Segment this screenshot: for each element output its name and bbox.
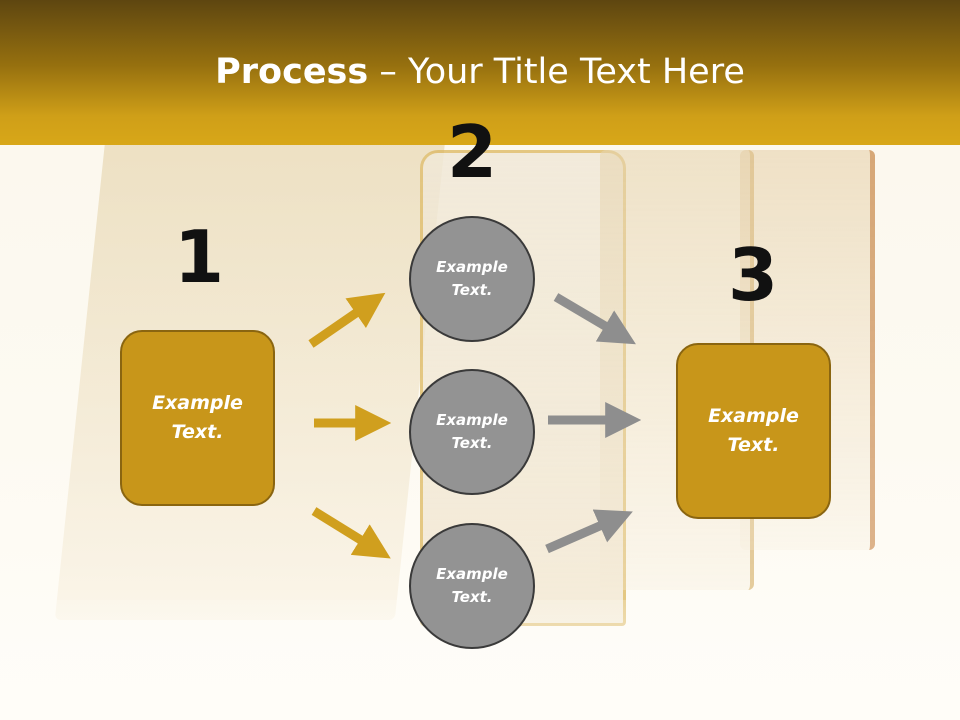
arrow-gold-up (308, 292, 386, 348)
arrow-gold-down (311, 507, 391, 559)
circle-text-line1: Example (436, 411, 508, 429)
step-number-1: 1 (173, 215, 225, 299)
slide-title[interactable]: Process – Your Title Text Here (0, 52, 960, 92)
circle-text-line2: Text. (451, 588, 493, 606)
box-text-line2: Text. (727, 434, 780, 456)
arrow-gray-up (545, 509, 633, 554)
circle-text-line1: Example (436, 258, 508, 276)
box-text-line1: Example (152, 392, 243, 414)
title-bold: Process (215, 52, 369, 92)
step-2-circle-top[interactable]: Example Text. (409, 216, 535, 342)
step-number-2: 2 (446, 110, 498, 194)
step-2-circle-bottom[interactable]: Example Text. (409, 523, 535, 649)
box-text-line1: Example (708, 405, 799, 427)
box-text-line2: Text. (171, 421, 224, 443)
title-rest: – Your Title Text Here (368, 52, 745, 92)
title-banner: Process – Your Title Text Here (0, 0, 960, 145)
step-2-circle-middle[interactable]: Example Text. (409, 369, 535, 495)
step-1-box[interactable]: Example Text. (120, 330, 275, 506)
step-3-box[interactable]: Example Text. (676, 343, 831, 519)
step-number-3: 3 (727, 233, 779, 317)
circle-text-line2: Text. (451, 434, 493, 452)
arrow-gray-down (553, 293, 636, 345)
circle-text-line1: Example (436, 565, 508, 583)
circle-text-line2: Text. (451, 281, 493, 299)
